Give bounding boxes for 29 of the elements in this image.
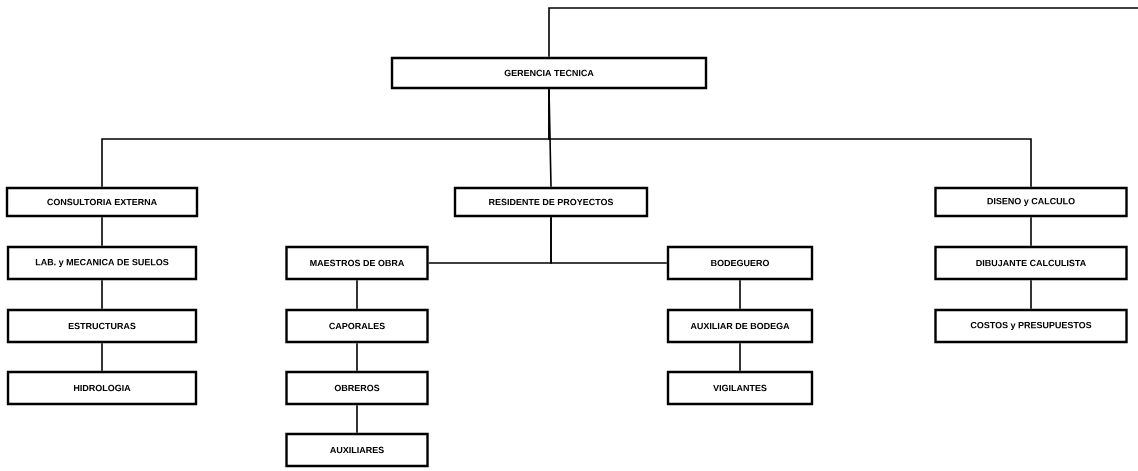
org-box: CAPORALES bbox=[285, 308, 429, 344]
org-box: DIBUJANTE CALCULISTA bbox=[934, 245, 1128, 281]
org-box: CONSULTORIA EXTERNA bbox=[5, 186, 199, 218]
org-box: VIGILANTES bbox=[666, 370, 814, 406]
connector-line bbox=[356, 404, 358, 434]
connector-line bbox=[548, 88, 1032, 188]
org-box: DISENO y CALCULO bbox=[934, 186, 1128, 218]
connector-line bbox=[739, 279, 741, 310]
org-box: ESTRUCTURAS bbox=[6, 308, 198, 344]
connector-line bbox=[1030, 216, 1032, 247]
org-box: AUXILIARES bbox=[285, 432, 429, 468]
org-box: LAB. y MECANICA DE SUELOS bbox=[6, 245, 198, 281]
connector-line bbox=[101, 342, 103, 372]
org-box: MAESTROS DE OBRA bbox=[285, 245, 429, 281]
org-box: AUXILIAR DE BODEGA bbox=[666, 308, 814, 344]
org-box: OBREROS bbox=[285, 370, 429, 406]
connector-line bbox=[548, 7, 1138, 58]
org-box: BODEGUERO bbox=[666, 245, 814, 281]
org-box: RESIDENTE DE PROYECTOS bbox=[453, 186, 649, 218]
connector-line bbox=[101, 279, 103, 310]
connector-line bbox=[101, 216, 103, 247]
connector-line bbox=[356, 279, 358, 310]
connector-line bbox=[356, 342, 358, 372]
org-box: COSTOS y PRESUPUESTOS bbox=[934, 308, 1128, 344]
connector-line bbox=[739, 342, 741, 372]
org-box: HIDROLOGIA bbox=[6, 370, 198, 406]
connector-line bbox=[1030, 279, 1032, 310]
connector-line bbox=[550, 216, 668, 264]
org-box: GERENCIA TECNICA bbox=[390, 56, 708, 90]
